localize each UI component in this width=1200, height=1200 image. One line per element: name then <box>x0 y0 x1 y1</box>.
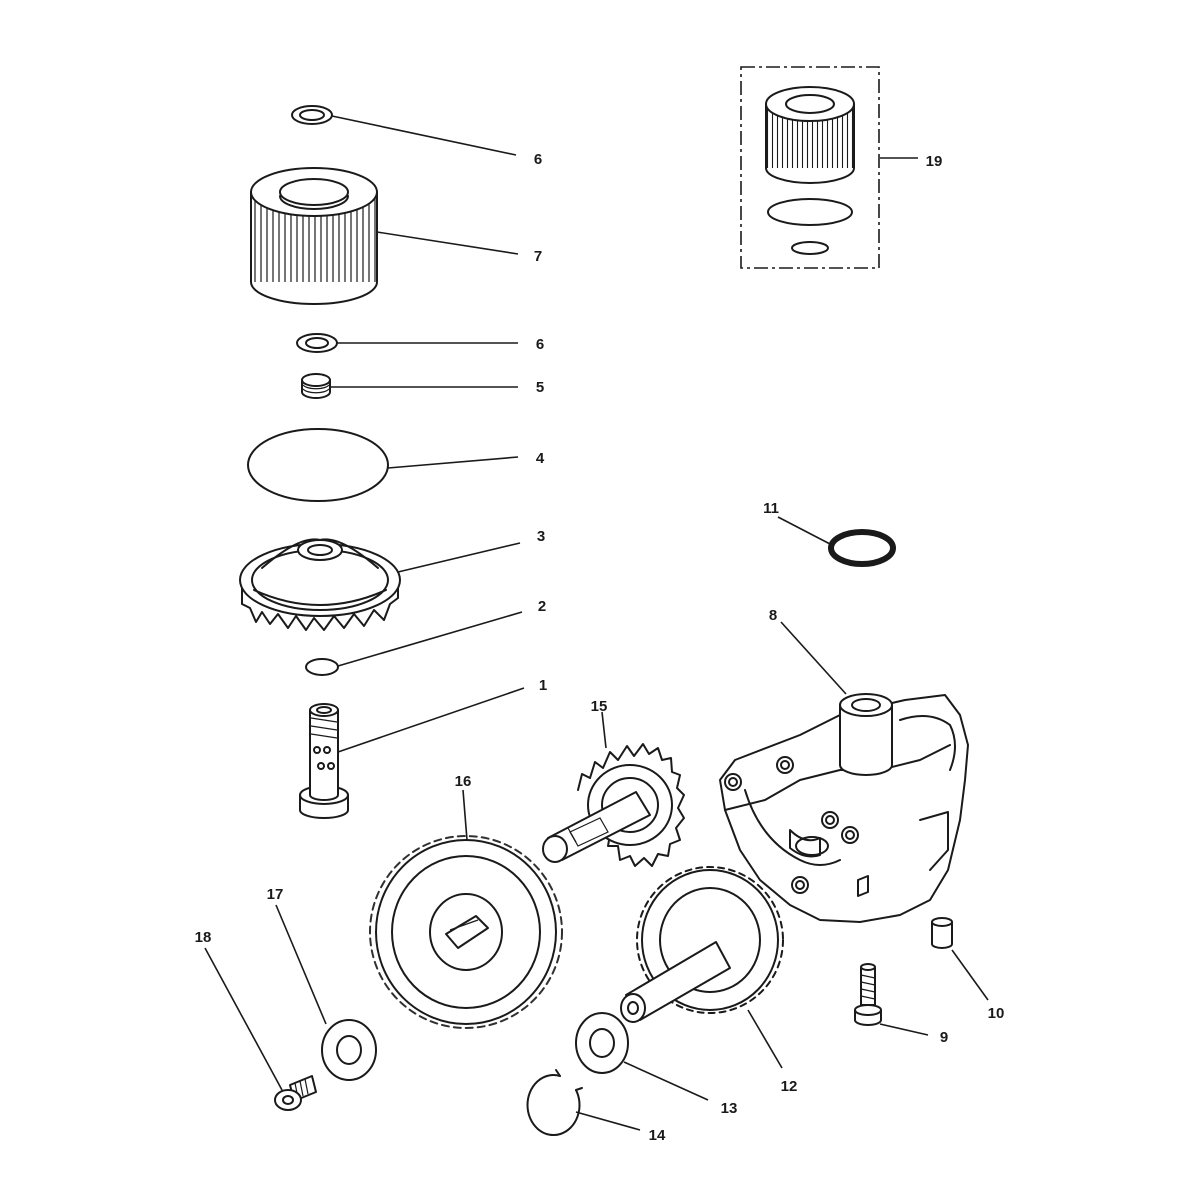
callout-17: 17 <box>267 886 284 903</box>
oil-pump-body-part-8 <box>719 693 969 923</box>
small-o-ring-part-2 <box>305 658 339 676</box>
washer-part-17 <box>321 1019 377 1081</box>
callout-6-top: 6 <box>534 151 542 168</box>
gear-shaft-part-12 <box>620 866 784 1023</box>
housing-cap-part-3 <box>239 538 401 631</box>
callout-8: 8 <box>769 607 777 624</box>
callout-2: 2 <box>538 598 546 615</box>
callout-1: 1 <box>539 677 547 694</box>
washer-part-6-lower <box>296 333 338 353</box>
callout-11: 11 <box>763 500 779 517</box>
washer-part-13 <box>575 1012 629 1074</box>
callout-18: 18 <box>195 929 212 946</box>
o-ring-part-4 <box>247 428 389 502</box>
filter-kit-part-19 <box>740 66 880 269</box>
callout-12: 12 <box>781 1078 798 1095</box>
callout-10: 10 <box>988 1005 1005 1022</box>
callout-16: 16 <box>455 773 472 790</box>
small-gear-shaft-part-15 <box>542 743 685 867</box>
callout-13: 13 <box>721 1100 738 1117</box>
callout-5: 5 <box>536 379 544 396</box>
callout-3: 3 <box>537 528 545 545</box>
dowel-part-10 <box>931 917 953 949</box>
callout-15: 15 <box>591 698 608 715</box>
bolt-part-9 <box>854 963 882 1026</box>
washer-part-6-top <box>291 105 333 125</box>
callout-7: 7 <box>534 248 542 265</box>
leader-lines <box>204 115 989 1131</box>
callout-19: 19 <box>926 153 943 170</box>
screw-part-18 <box>274 1075 317 1111</box>
hollow-bolt-part-1 <box>299 703 349 819</box>
callout-9: 9 <box>940 1029 948 1046</box>
callout-14: 14 <box>649 1127 666 1144</box>
seal-ring-part-11 <box>828 529 896 567</box>
large-gear-part-16 <box>369 835 563 1029</box>
circlip-part-14 <box>526 1069 583 1137</box>
filter-element-part-7 <box>250 167 378 305</box>
spring-part-5 <box>301 373 331 399</box>
callout-4: 4 <box>536 450 545 467</box>
callout-6-lower: 6 <box>536 336 544 353</box>
callout-numbers: 6 7 6 5 4 3 2 1 11 8 19 15 16 17 18 10 9… <box>195 151 1005 1144</box>
